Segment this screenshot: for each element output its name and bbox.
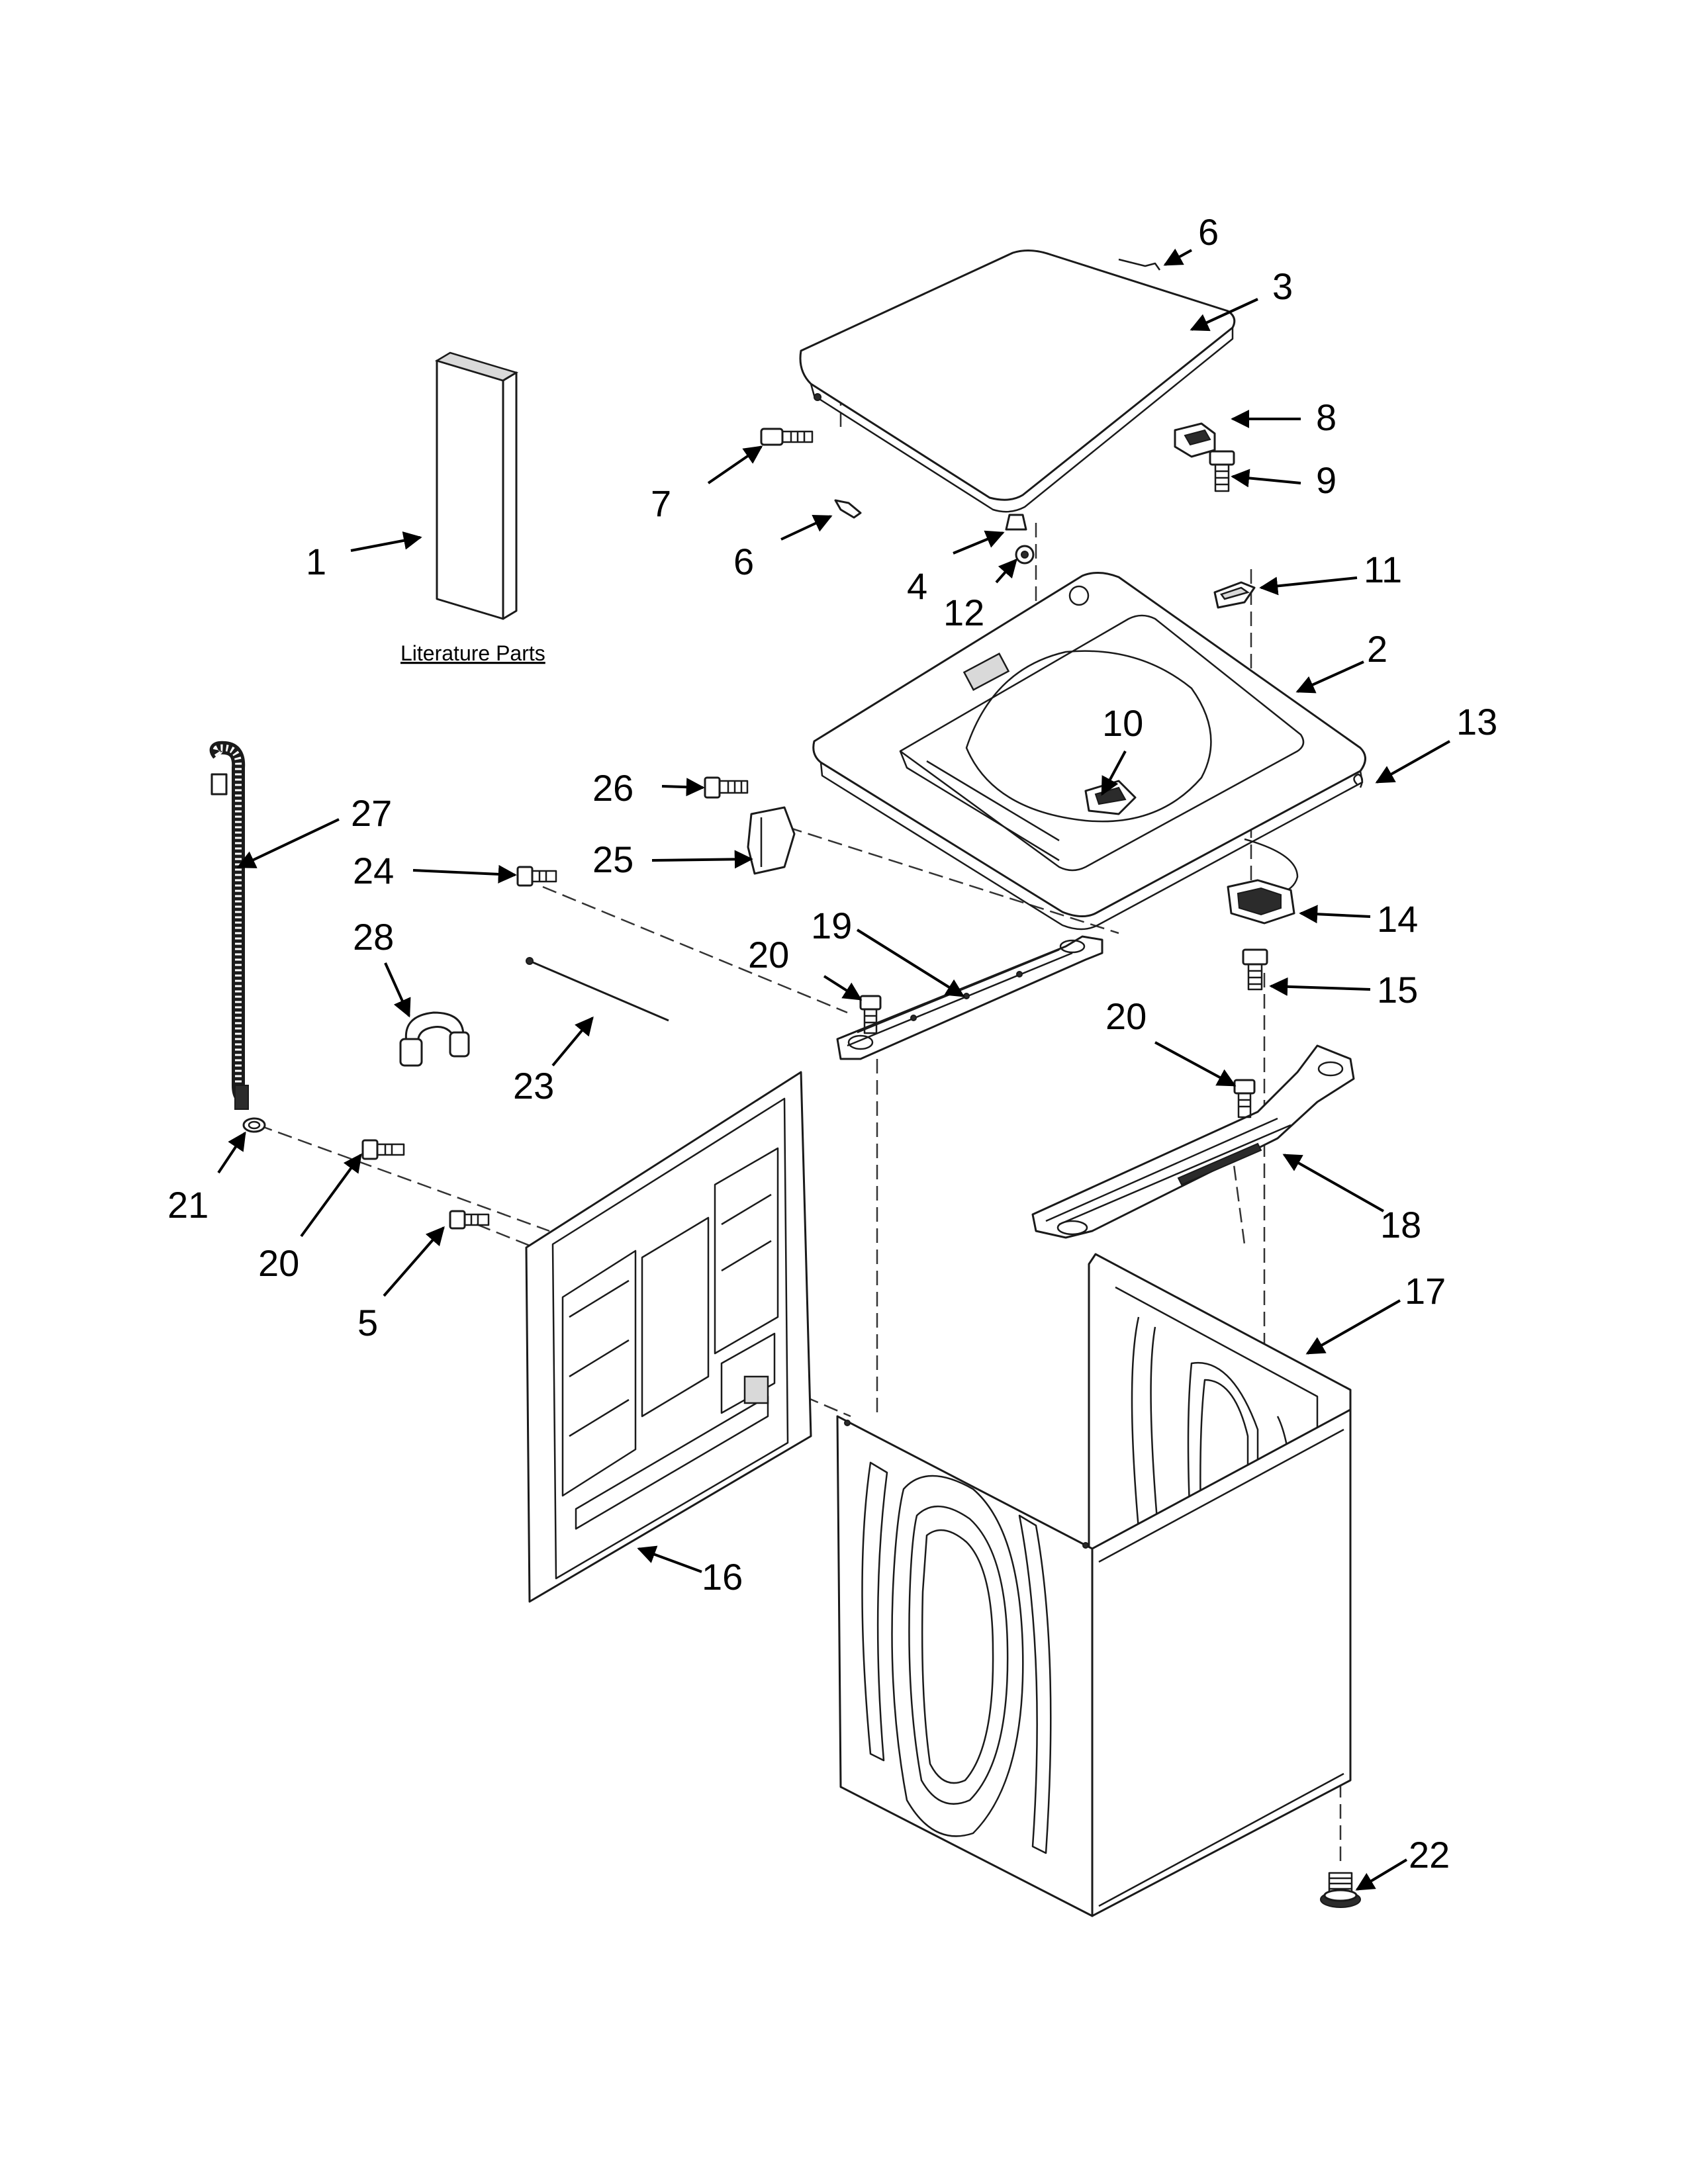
callout-13: 13 bbox=[1456, 701, 1497, 743]
literature-parts-label: Literature Parts bbox=[400, 641, 545, 665]
callout-22: 22 bbox=[1409, 1834, 1450, 1876]
callout-19: 19 bbox=[811, 905, 852, 946]
lid-screw-7 bbox=[760, 428, 814, 446]
leveling-leg-22 bbox=[1320, 1872, 1361, 1908]
callout-6-top: 6 bbox=[1198, 211, 1219, 253]
callout-10: 10 bbox=[1102, 702, 1143, 744]
callout-2: 2 bbox=[1367, 628, 1387, 670]
rod-23 bbox=[526, 957, 669, 1022]
rear-brace-18 bbox=[1031, 1044, 1355, 1239]
screw-20-left bbox=[361, 1139, 405, 1160]
callout-28: 28 bbox=[353, 916, 394, 958]
screw-20-rear bbox=[1233, 1079, 1256, 1118]
callout-20-rear: 20 bbox=[1105, 995, 1147, 1037]
callout-26: 26 bbox=[592, 767, 633, 809]
callout-25: 25 bbox=[592, 839, 633, 880]
bumper-4 bbox=[1005, 514, 1027, 531]
clip-11 bbox=[1213, 581, 1256, 609]
callout-9: 9 bbox=[1316, 459, 1336, 501]
callout-15: 15 bbox=[1377, 969, 1418, 1011]
callout-1: 1 bbox=[306, 541, 326, 582]
screw-5 bbox=[449, 1210, 490, 1230]
lid-switch-8 bbox=[1174, 422, 1216, 458]
callout-11: 11 bbox=[1364, 549, 1402, 590]
callout-7: 7 bbox=[651, 482, 671, 524]
top-panel bbox=[812, 572, 1366, 931]
lid bbox=[799, 250, 1236, 513]
callout-labels: 6 3 8 9 7 6 4 12 1 11 2 10 13 14 15 26 2… bbox=[167, 211, 1497, 1876]
callout-20-front: 20 bbox=[748, 934, 789, 976]
callout-5: 5 bbox=[357, 1302, 378, 1343]
bracket-25 bbox=[747, 806, 796, 875]
callout-23: 23 bbox=[513, 1065, 554, 1107]
rear-panel-16 bbox=[525, 1071, 812, 1603]
drain-hose-27 bbox=[209, 741, 249, 1110]
callout-27: 27 bbox=[351, 792, 392, 834]
literature-parts: Literature Parts bbox=[400, 351, 545, 665]
screw-20-front bbox=[859, 995, 882, 1034]
cabinet-17 bbox=[836, 1253, 1352, 1917]
callout-16: 16 bbox=[702, 1556, 743, 1598]
callout-4: 4 bbox=[907, 565, 927, 607]
callout-3: 3 bbox=[1272, 265, 1293, 307]
screw-9 bbox=[1209, 450, 1235, 492]
hose-guide-28 bbox=[399, 1011, 470, 1067]
callout-24: 24 bbox=[353, 850, 394, 891]
nut-12 bbox=[1015, 545, 1035, 565]
callout-14: 14 bbox=[1377, 898, 1418, 940]
callout-21: 21 bbox=[167, 1184, 209, 1226]
screw-15 bbox=[1242, 948, 1268, 991]
callout-20-left: 20 bbox=[258, 1242, 299, 1284]
callout-leaders bbox=[217, 248, 1450, 1891]
screw-24 bbox=[516, 866, 557, 887]
lid-hinge-clips bbox=[834, 258, 1161, 519]
screw-26 bbox=[704, 776, 749, 799]
callout-12: 12 bbox=[943, 592, 984, 633]
callout-6-lower: 6 bbox=[733, 541, 754, 582]
clamp-21 bbox=[242, 1117, 266, 1133]
lid-lock-14 bbox=[1227, 838, 1299, 925]
clip-13 bbox=[1353, 773, 1364, 788]
callout-8: 8 bbox=[1316, 396, 1336, 438]
callout-17: 17 bbox=[1405, 1270, 1446, 1312]
callout-18: 18 bbox=[1380, 1204, 1421, 1246]
front-brace-19 bbox=[836, 935, 1103, 1060]
